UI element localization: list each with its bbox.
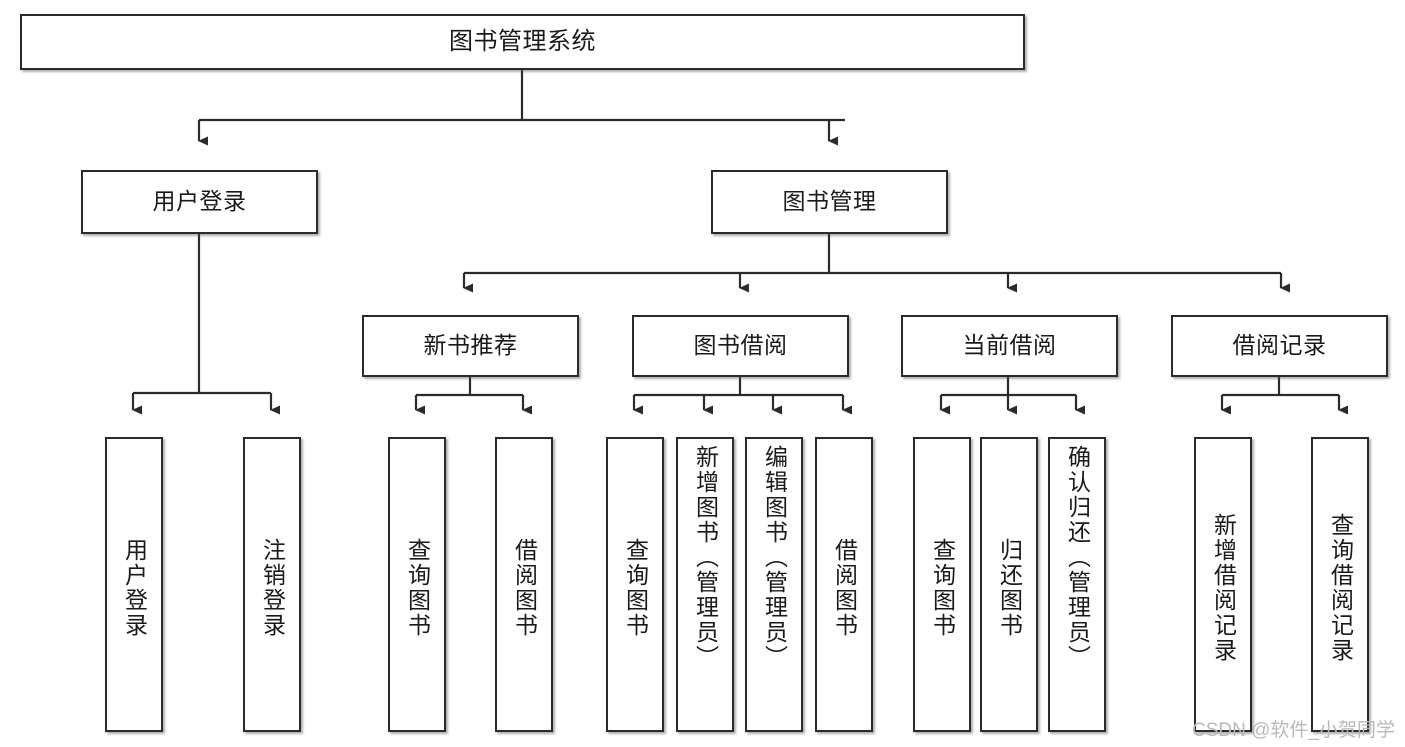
- node-leaf-borrow-book-2[interactable]: 借阅图书: [815, 437, 873, 732]
- node-label: 编辑图书（管理员）: [761, 445, 788, 670]
- node-leaf-query-book-2[interactable]: 查询图书: [606, 437, 664, 732]
- node-book-management[interactable]: 图书管理: [711, 170, 948, 234]
- node-leaf-edit-book[interactable]: 编辑图书（管理员）: [745, 437, 803, 732]
- node-current-borrow[interactable]: 当前借阅: [901, 315, 1118, 377]
- node-leaf-query-book-3[interactable]: 查询图书: [913, 437, 971, 732]
- node-root-system[interactable]: 图书管理系统: [20, 14, 1025, 70]
- node-label: 图书借阅: [693, 332, 788, 359]
- node-label: 新书推荐: [423, 332, 518, 359]
- node-label: 查询图书: [404, 537, 431, 638]
- node-leaf-user-login[interactable]: 用户登录: [105, 437, 163, 732]
- node-leaf-borrow-book-1[interactable]: 借阅图书: [495, 437, 553, 732]
- node-book-borrow[interactable]: 图书借阅: [632, 315, 849, 377]
- node-label: 新增借阅记录: [1210, 512, 1237, 663]
- node-label: 用户登录: [121, 537, 148, 638]
- node-label: 查询图书: [929, 537, 956, 638]
- node-label: 借阅图书: [831, 537, 858, 638]
- node-new-book-recommend[interactable]: 新书推荐: [362, 315, 579, 377]
- node-leaf-query-record[interactable]: 查询借阅记录: [1311, 437, 1369, 732]
- node-label: 用户登录: [152, 188, 247, 215]
- node-leaf-add-book[interactable]: 新增图书（管理员）: [676, 437, 734, 732]
- node-label: 新增图书（管理员）: [692, 445, 719, 670]
- node-label: 图书管理系统: [449, 27, 596, 55]
- node-leaf-return-book[interactable]: 归还图书: [980, 437, 1038, 732]
- node-label: 注销登录: [259, 537, 286, 638]
- node-leaf-add-record[interactable]: 新增借阅记录: [1194, 437, 1252, 732]
- node-leaf-confirm-return[interactable]: 确认归还（管理员）: [1048, 437, 1106, 732]
- node-label: 借阅记录: [1232, 332, 1327, 359]
- node-label: 当前借阅: [962, 332, 1057, 359]
- node-label: 查询图书: [622, 537, 649, 638]
- node-label: 图书管理: [782, 188, 877, 215]
- node-borrow-record[interactable]: 借阅记录: [1171, 315, 1388, 377]
- node-label: 归还图书: [996, 537, 1023, 638]
- node-user-login[interactable]: 用户登录: [81, 170, 318, 234]
- node-label: 确认归还（管理员）: [1064, 445, 1091, 670]
- node-label: 借阅图书: [511, 537, 538, 638]
- node-leaf-query-book-1[interactable]: 查询图书: [388, 437, 446, 732]
- csdn-watermark: CSDN @软件_小贺同学: [1192, 720, 1395, 741]
- node-label: 查询借阅记录: [1327, 512, 1354, 663]
- node-leaf-logout-login[interactable]: 注销登录: [243, 437, 301, 732]
